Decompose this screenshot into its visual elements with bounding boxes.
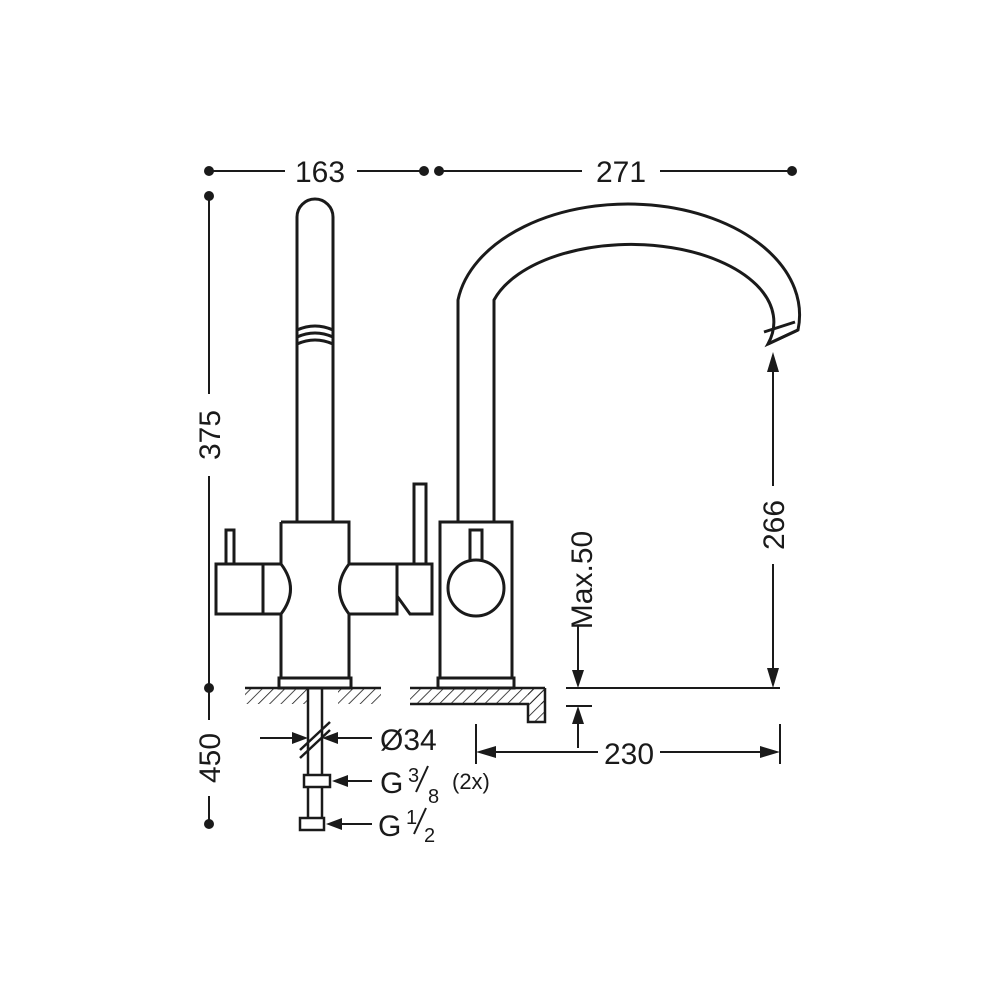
g12-connection [326, 818, 372, 830]
spout-reach-dimension [475, 724, 781, 764]
max-deck-label: Max.50 [566, 531, 599, 629]
width-dimension-left [204, 166, 429, 176]
dimension-dot [204, 819, 214, 829]
below-deck-dimension [204, 688, 214, 829]
left-faucet-ring [296, 324, 334, 332]
width-dimension-right [434, 166, 797, 176]
right-faucet-base [436, 676, 516, 690]
below-deck-label: 450 [194, 733, 227, 783]
supply-hoses [298, 688, 332, 832]
spout-height-dimension [767, 352, 779, 688]
left-faucet-base [277, 676, 353, 690]
g12-denominator: 2 [424, 825, 435, 847]
left-faucet-left-arm [214, 562, 265, 616]
g38-prefix: G [380, 767, 403, 800]
g12-fitting [298, 816, 326, 832]
left-faucet-body [279, 520, 351, 680]
height-dimension [204, 191, 214, 693]
dimension-dot [787, 166, 797, 176]
max-deck-dimension [566, 626, 780, 748]
spout-height-label: 266 [758, 500, 791, 550]
right-faucet [436, 202, 802, 690]
width-right-label: 271 [596, 156, 646, 189]
left-faucet-spout [295, 197, 335, 522]
g38-denominator: 8 [428, 786, 439, 808]
g38-fraction-slash [415, 765, 429, 793]
g12-prefix: G [378, 810, 401, 843]
hole-diameter-dimension [260, 732, 372, 744]
right-faucet-lever [468, 528, 484, 560]
g38-count: (2x) [452, 769, 490, 794]
spout-reach-label: 230 [604, 738, 654, 771]
right-handle-lever [412, 482, 428, 564]
right-faucet-knob [446, 558, 506, 618]
deck-section [245, 686, 547, 724]
hole-diameter-label: Ø34 [380, 724, 437, 757]
g38-fitting [302, 773, 332, 789]
left-handle-lever [224, 528, 236, 564]
g38-connection [332, 775, 372, 787]
left-faucet-right-arm [338, 562, 399, 616]
left-faucet [214, 197, 434, 690]
height-total-label: 375 [194, 410, 227, 460]
g12-numerator: 1 [406, 807, 417, 829]
g12-fraction-slash [413, 807, 427, 835]
width-left-label: 163 [295, 156, 345, 189]
dimension-dot [419, 166, 429, 176]
g38-numerator: 3 [408, 765, 419, 787]
right-faucet-spout [456, 202, 802, 522]
